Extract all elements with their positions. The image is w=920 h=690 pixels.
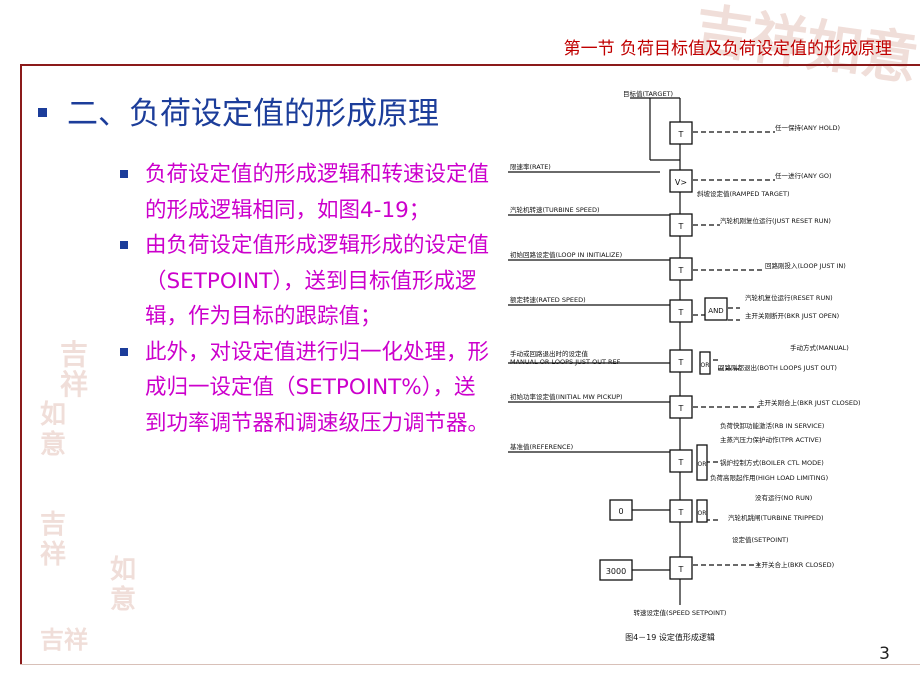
right-label: 设定值(SETPOINT) [732,535,789,544]
left-label: 基准值(REFERENCE) [510,442,573,451]
diagram-top-label: 目标值(TARGET) [623,89,673,98]
left-label: 初始功率设定值(INITIAL MW PICKUP) [510,392,623,401]
page-number: 3 [879,644,890,664]
right-label: 任一保持(ANY HOLD) [775,123,840,132]
right-label: 没有运行(NO RUN) [755,493,812,502]
list-item: 负荷设定值的形成逻辑和转速设定值的形成逻辑相同，如图4-19； [118,157,493,228]
right-label: 主开关刚断开(BKR JUST OPEN) [745,311,839,320]
slide-header-title: 第一节 负荷目标值及负荷设定值的形成原理 [563,39,892,59]
left-label: 额定转速(RATED SPEED) [510,295,586,304]
bullet-square-icon [120,347,128,356]
block-t: T [678,508,684,517]
setpoint-logic-diagram: T V> T T T T T T T T AND OR OR OR 0 3000… [508,89,861,642]
or-gate: OR [701,362,710,369]
right-label: 任一进行(ANY GO) [775,171,832,180]
right-label: 回路刚都退出(BOTH LOOPS JUST OUT) [718,363,837,372]
left-label: 手动或回路退出时的设定值 [510,349,589,358]
right-label: 汽轮机刚复位运行(JUST RESET RUN) [720,216,831,225]
right-label: 负荷高限起作用(HIGH LOAD LIMITING) [710,473,828,482]
right-label: 回路刚投入(LOOP JUST IN) [765,261,846,270]
heading-bullet [38,108,47,117]
right-label: 斜坡设定值(RAMPED TARGET) [697,189,790,198]
block-t: T [678,458,684,467]
or-gate: OR [698,461,707,468]
right-label: 汽轮机复位运行(RESET RUN) [745,293,833,302]
list-item: 由负荷设定值形成逻辑形成的设定值（SETPOINT），送到目标值形成逻辑，作为目… [118,228,493,335]
right-label: 手动方式(MANUAL) [790,343,849,352]
left-vertical-rule [20,64,22,664]
left-label: 限速率(RATE) [510,162,551,171]
right-label: 主开关刚合上(BKR JUST CLOSED) [758,398,861,407]
calligraphy-watermark-small: 如意 [110,555,137,615]
calligraphy-watermark-small: 吉祥 [40,510,67,570]
block-t: T [678,130,684,139]
and-gate: AND [708,307,723,315]
left-label: MANUAL OR LOOPS JUST OUT REF [510,358,621,366]
block-t: T [678,565,684,574]
const-3000: 3000 [606,567,626,576]
left-label: 初始回路设定值(LOOP IN INITIALIZE) [510,250,622,259]
bullet-square-icon [120,241,128,249]
left-label: 汽轮机转速(TURBINE SPEED) [510,205,600,214]
calligraphy-watermark-small: 如意 [40,400,67,460]
block-v: V> [675,178,687,187]
calligraphy-watermark-small: 吉祥 [60,338,89,401]
right-label: 汽轮机跳闸(TURBINE TRIPPED) [728,513,824,522]
block-t: T [678,308,684,317]
right-label: 锅炉控制方式(BOILER CTL MODE) [720,458,824,467]
section-heading-text: 二、负荷设定值的形成原理 [67,96,439,132]
right-label: 主开关合上(BKR CLOSED) [755,560,834,569]
block-t: T [678,266,684,275]
right-label: 负荷快卸功能激活(RB IN SERVICE) [720,421,824,430]
block-t: T [678,404,684,413]
footer-divider [20,664,920,665]
diagram-bottom-label: 转速设定值(SPEED SETPOINT) [634,608,727,617]
or-gate: OR [698,510,707,517]
block-t: T [678,222,684,231]
diagram-caption: 图4－19 设定值形成逻辑 [625,632,715,642]
bullet-square-icon [120,170,128,178]
bullet-list: 负荷设定值的形成逻辑和转速设定值的形成逻辑相同，如图4-19； 由负荷设定值形成… [118,157,493,441]
list-item: 此外，对设定值进行归一化处理，形成归一设定值（SETPOINT%），送到功率调节… [118,335,493,442]
header-divider [20,64,920,66]
block-t: T [678,358,684,367]
right-label: 主蒸汽压力保护动作(TPR ACTIVE) [720,435,821,444]
const-zero: 0 [618,507,623,516]
section-heading: 二、负荷设定值的形成原理 [38,88,439,133]
calligraphy-watermark-small: 吉祥 [40,625,88,654]
